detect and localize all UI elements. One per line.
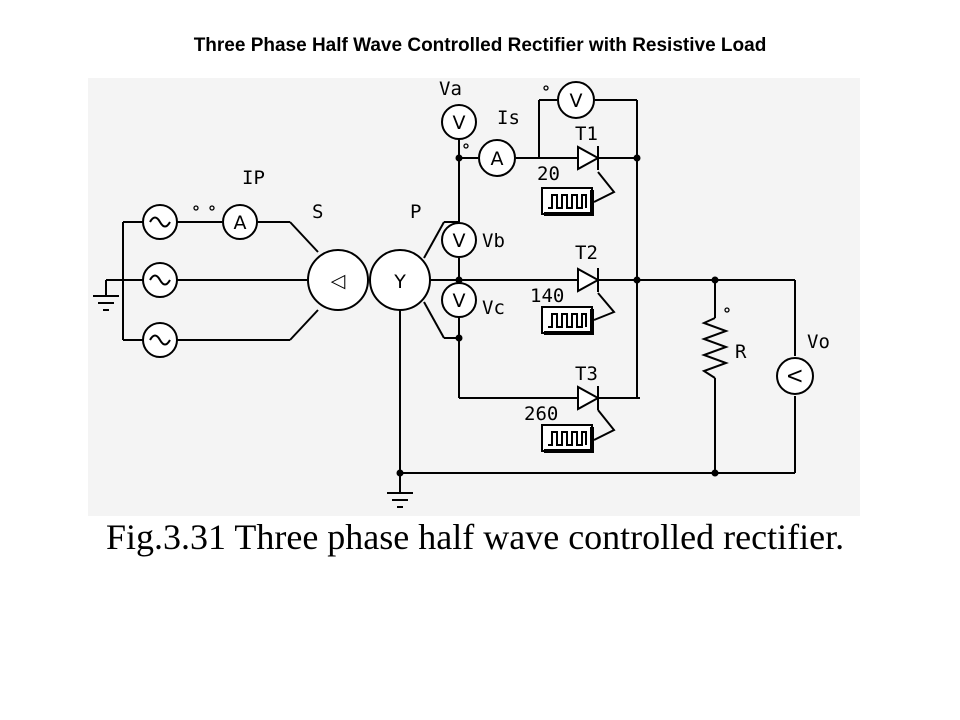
svg-text:V: V <box>453 290 466 312</box>
voltmeter-va: V <box>441 104 477 140</box>
source-current-label: Is <box>497 107 520 129</box>
ground-symbol-load <box>387 492 413 508</box>
transformer-delta-winding: ◁ <box>307 249 369 311</box>
voltmeter-vc: V <box>441 282 477 318</box>
thyristor-t1-label: T1 <box>575 123 598 145</box>
load-resistor-label: R <box>735 341 747 363</box>
thyristor-t3 <box>577 385 601 411</box>
ac-source-phase-c <box>142 322 178 358</box>
svg-text:V: V <box>783 370 805 383</box>
primary-ammeter: A <box>222 204 258 240</box>
junction-dots <box>396 154 719 477</box>
phase-c-voltage-label: Vc <box>482 297 505 319</box>
phase-a-voltage-label: Va <box>439 78 462 100</box>
firing-angle-t2: 140 <box>530 285 564 307</box>
output-voltmeter: V <box>776 357 814 395</box>
firing-angle-t3: 260 <box>524 403 558 425</box>
thyristor-t1 <box>577 145 601 171</box>
svg-text:A: A <box>491 148 504 170</box>
ac-source-phase-a <box>142 204 178 240</box>
figure-caption: Fig.3.31 Three phase half wave controlle… <box>106 517 845 557</box>
circuit-wires <box>105 99 796 493</box>
phase-b-voltage-label: Vb <box>482 230 505 252</box>
thyristor-t2-label: T2 <box>575 242 598 264</box>
page-title: Three Phase Half Wave Controlled Rectifi… <box>193 35 767 56</box>
delta-symbol: ◁ <box>331 270 346 292</box>
svg-text:V: V <box>453 230 466 252</box>
voltmeter-vb: V <box>441 222 477 258</box>
ground-symbol-source <box>93 295 119 311</box>
output-voltage-label: Vo <box>807 331 830 353</box>
primary-current-label: IP <box>242 167 265 189</box>
svg-text:V: V <box>453 112 466 134</box>
secondary-ammeter: A <box>478 139 516 177</box>
transformer-primary-label: P <box>410 201 421 223</box>
svg-text:V: V <box>570 90 583 112</box>
ac-source-phase-b <box>142 262 178 298</box>
gate-pulse-generator-t1 <box>541 187 595 217</box>
gate-pulse-generator-t3 <box>541 424 595 454</box>
svg-text:A: A <box>234 212 247 234</box>
firing-angle-t1: 20 <box>537 163 560 185</box>
gate-pulse-generator-t2 <box>541 306 595 336</box>
transformer-wye-winding: Y <box>369 249 431 311</box>
polarity-marks <box>193 85 730 313</box>
thyristor-t3-label: T3 <box>575 363 598 385</box>
thyristor-voltmeter: V <box>557 81 595 119</box>
wye-symbol: Y <box>393 271 406 293</box>
transformer-secondary-label: S <box>312 201 323 223</box>
thyristor-t2 <box>577 267 601 293</box>
